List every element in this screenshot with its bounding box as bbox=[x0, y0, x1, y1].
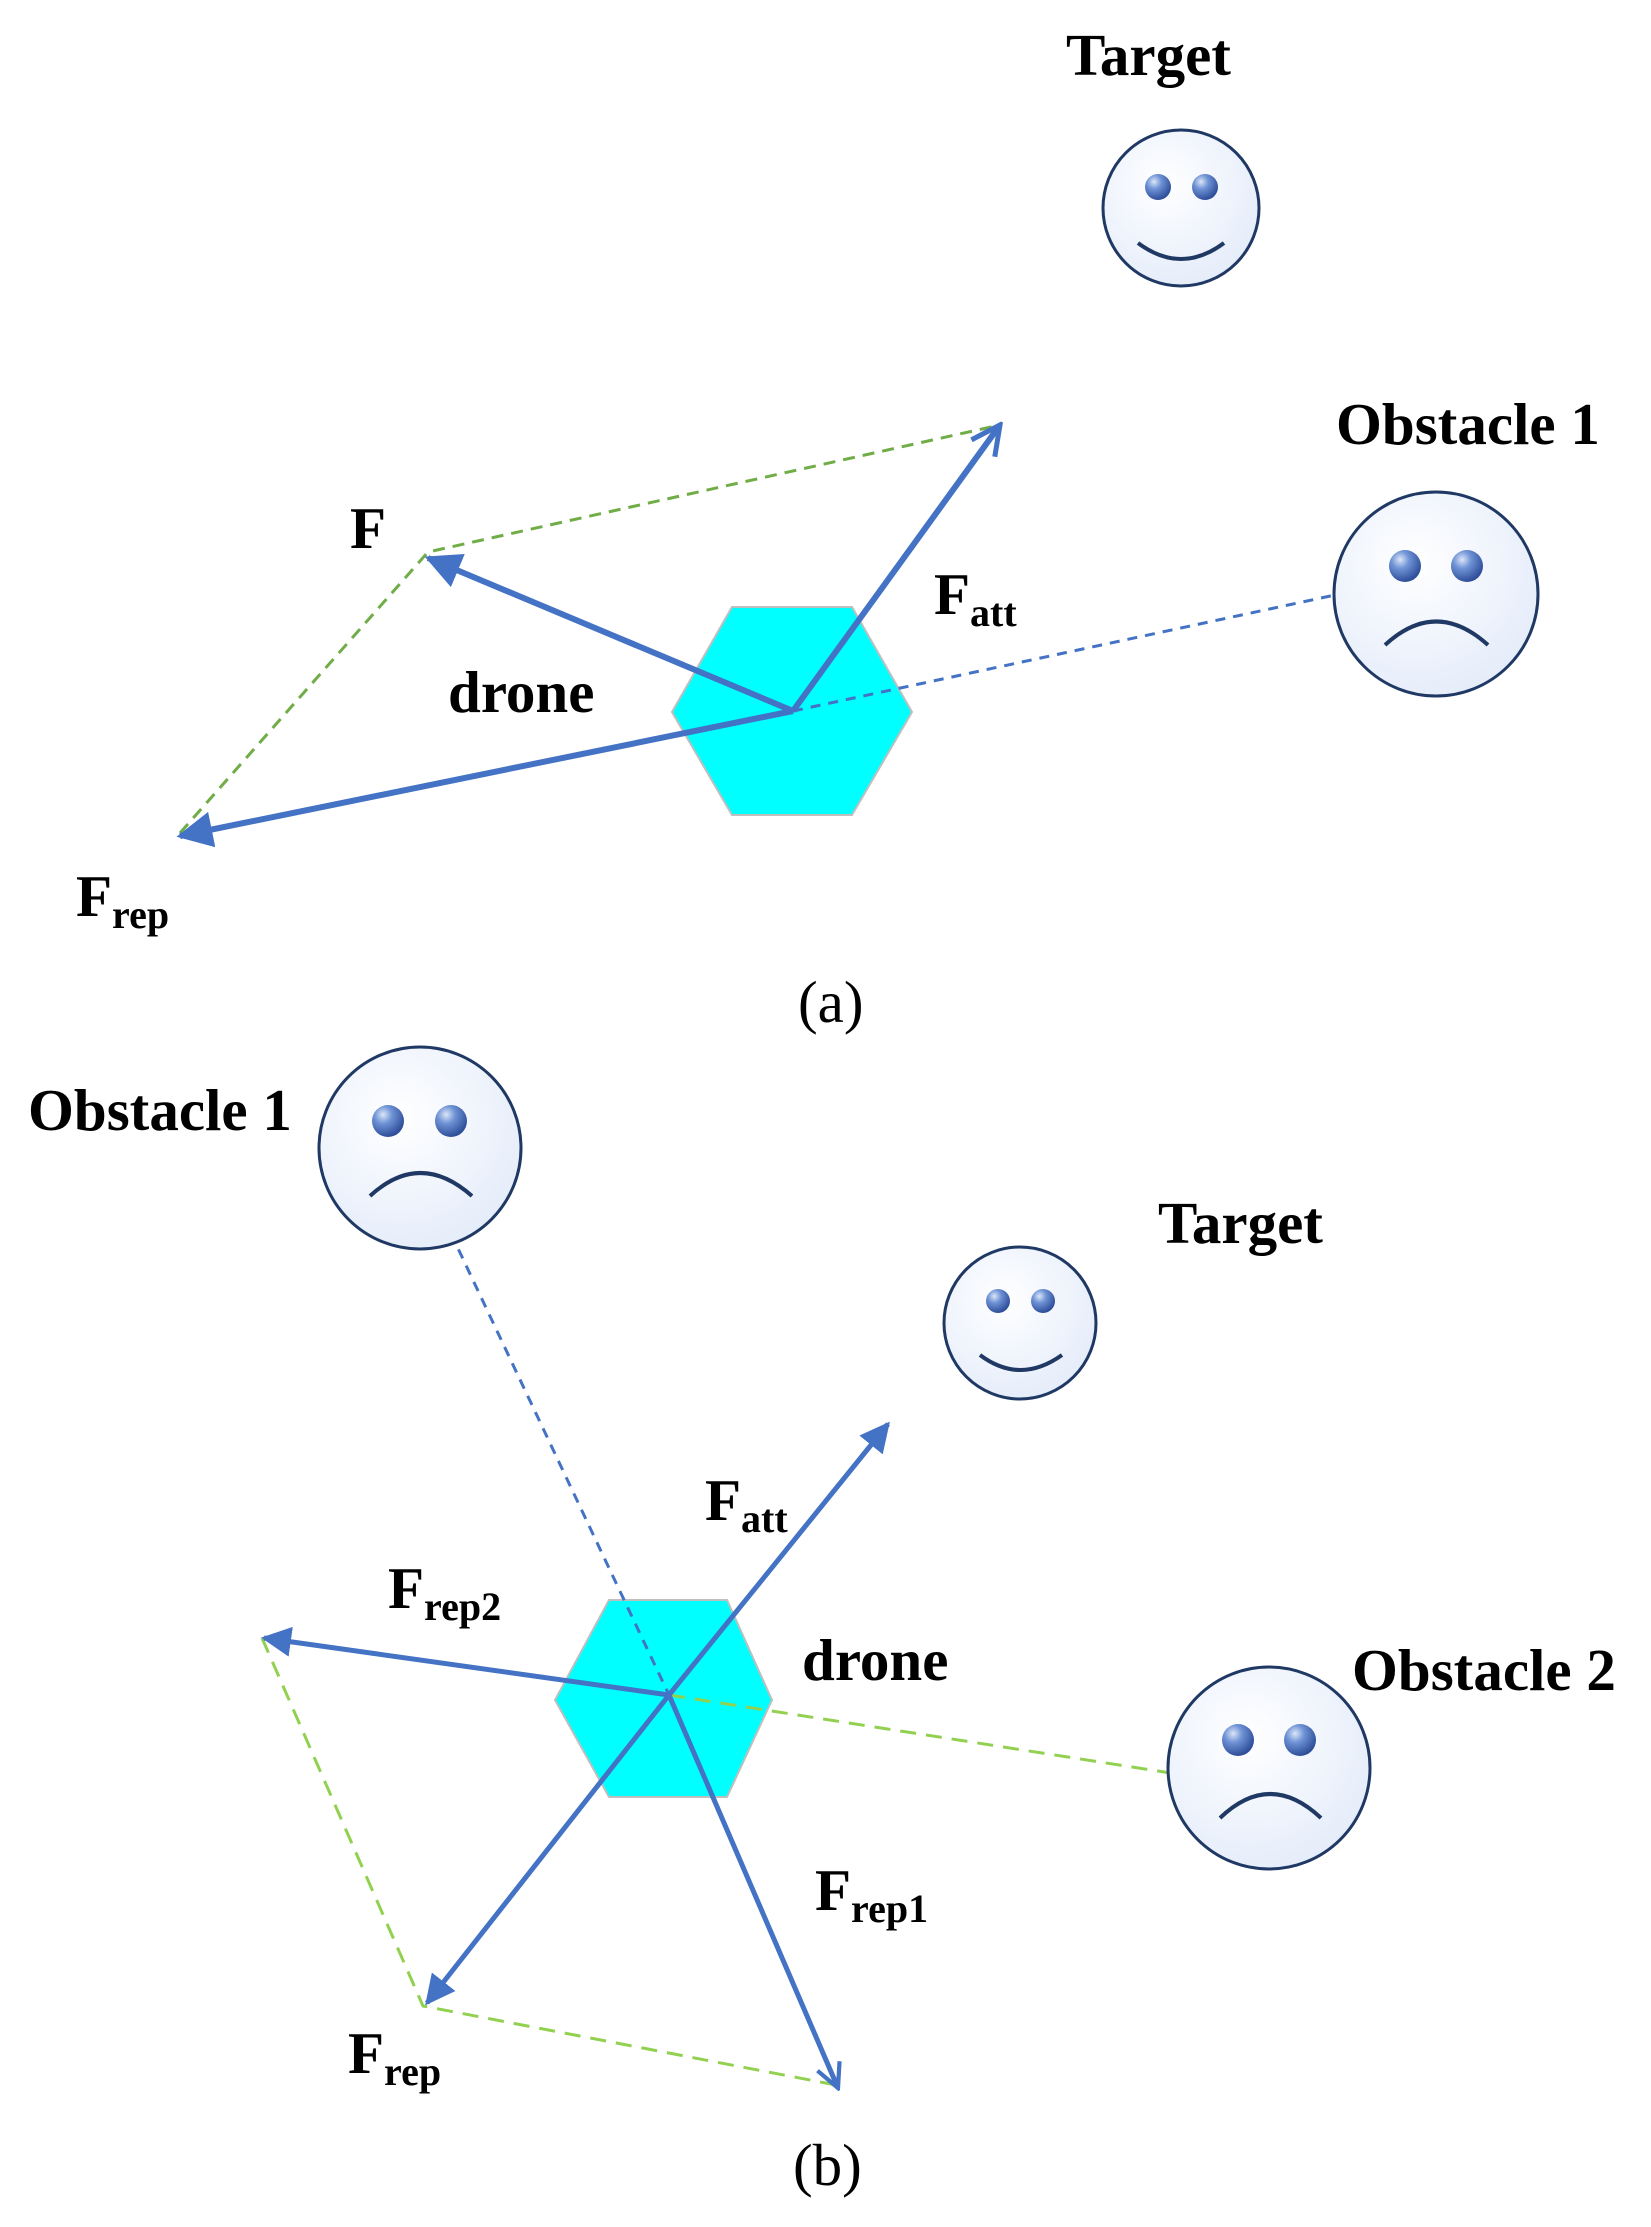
f-rep1-label-b: Frep1 bbox=[815, 1857, 928, 1931]
sad-face-icon bbox=[1332, 490, 1540, 698]
f-rep-vector-b bbox=[425, 1693, 671, 2006]
f-rep2-vector-b bbox=[261, 1626, 670, 1698]
caption-b: (b) bbox=[793, 2132, 862, 2198]
obstacle1-label-a: Obstacle 1 bbox=[1336, 391, 1600, 457]
panel-b: Obstacle 1 Target drone Obstacle 2 Fatt … bbox=[28, 1045, 1616, 2198]
parallelogram-lines-a bbox=[178, 423, 1001, 834]
drone-obstacle1-link-a bbox=[792, 593, 1336, 713]
drone-obstacle1-link-b bbox=[418, 1167, 671, 1696]
parallelogram-lines-b bbox=[260, 1637, 837, 2087]
f-att-vector-a bbox=[790, 425, 1000, 713]
smiley-face-icon bbox=[942, 1245, 1098, 1401]
target-label-b: Target bbox=[1158, 1190, 1323, 1256]
f-att-vector-b bbox=[667, 1421, 890, 1697]
drone-label-b: drone bbox=[802, 1627, 948, 1693]
f-rep1-vector-b bbox=[666, 1694, 838, 2088]
f-att-label-b: Fatt bbox=[705, 1467, 788, 1541]
f-rep-vector-a bbox=[176, 708, 794, 848]
f-rep-label-b: Frep bbox=[348, 2020, 441, 2094]
f-att-label-a: Fatt bbox=[934, 561, 1017, 635]
obstacle2-label-b: Obstacle 2 bbox=[1352, 1637, 1616, 1703]
target-label-a: Target bbox=[1066, 22, 1231, 88]
f-rep2-label-b: Frep2 bbox=[388, 1555, 501, 1629]
f-label-a: F bbox=[350, 495, 386, 561]
obstacle1-label-b: Obstacle 1 bbox=[28, 1077, 292, 1143]
smiley-face-icon bbox=[1101, 128, 1261, 288]
f-rep-label-a: Frep bbox=[76, 863, 169, 937]
sad-face-icon bbox=[1166, 1665, 1372, 1871]
sad-face-icon bbox=[317, 1045, 523, 1251]
f-resultant-vector-a bbox=[424, 553, 795, 714]
drone-label-a: drone bbox=[448, 659, 594, 725]
panel-a: Target Obstacle 1 drone F Fatt Frep (a) bbox=[76, 22, 1600, 1035]
caption-a: (a) bbox=[798, 969, 863, 1035]
